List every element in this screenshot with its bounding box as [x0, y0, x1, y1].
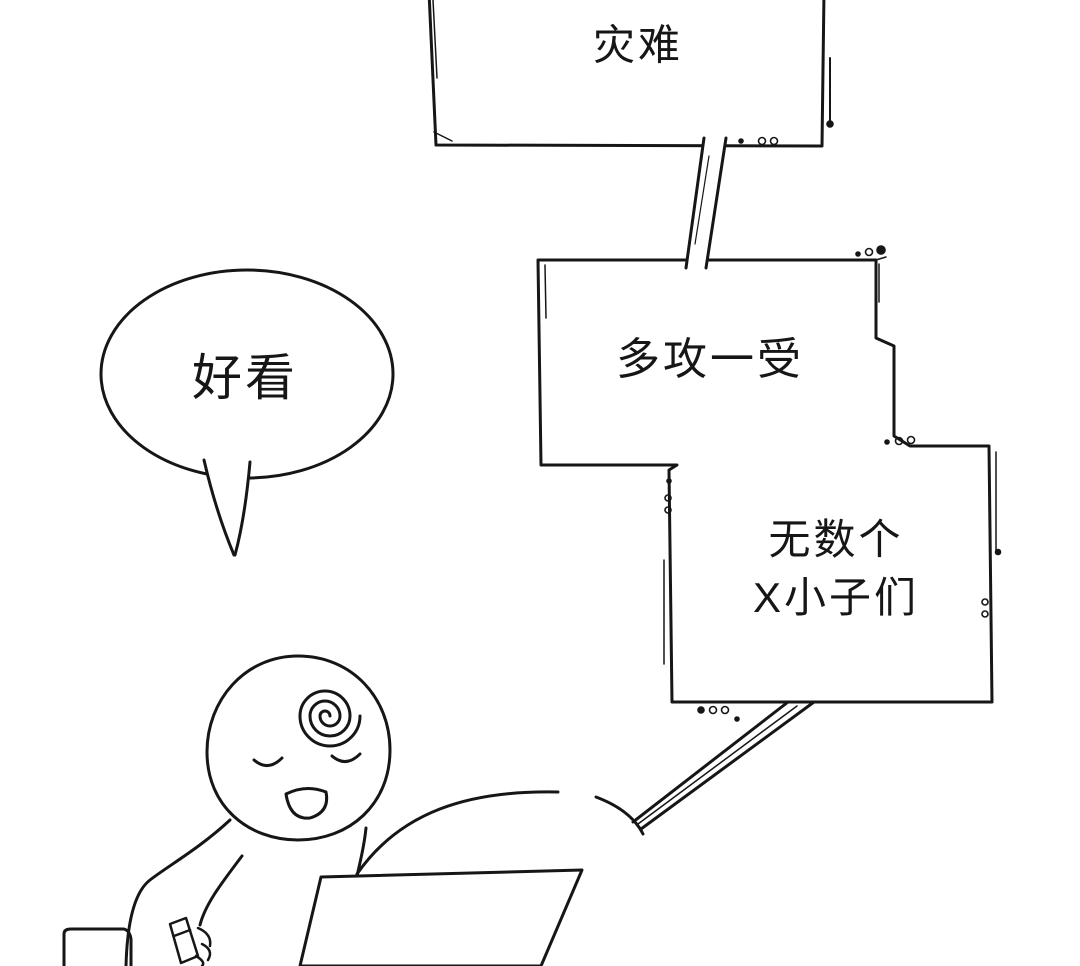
bubble-outline	[427, 0, 826, 148]
speech-bubble-pointer	[631, 700, 816, 831]
sketch-dot	[894, 436, 904, 446]
sketch-dot	[757, 136, 767, 146]
speech-bubble-middle-bottom	[536, 256, 997, 704]
couch-back-line	[355, 790, 560, 876]
sketch-line	[694, 155, 710, 245]
sketch-line	[637, 705, 798, 825]
bubble-bottom-text: 无数个 X小子们	[753, 511, 919, 627]
sketch-dot	[864, 247, 874, 257]
sketch-dot	[981, 610, 989, 618]
mouth	[284, 787, 329, 820]
sketch-dot	[855, 251, 861, 257]
sketch-dot	[981, 598, 989, 606]
couch-back-line	[594, 795, 645, 836]
sketch-line	[544, 264, 547, 319]
stylus	[168, 916, 200, 965]
sketch-dot	[666, 478, 672, 484]
bubble-oval-text: 好看	[192, 350, 298, 406]
couch-armrest	[62, 927, 133, 966]
stylus-cap-line	[172, 928, 192, 938]
finger-line	[196, 926, 212, 948]
eye-left	[252, 756, 284, 767]
speech-bubble-top	[427, 0, 831, 148]
speech-bubble-oval	[99, 268, 395, 557]
sketch-dot	[664, 506, 672, 514]
sketch-dot	[906, 435, 916, 445]
speech-bubble-tail-top	[684, 136, 728, 270]
sketch-dots	[664, 120, 1002, 722]
tail-edge	[704, 136, 728, 270]
sketch-dot	[734, 716, 740, 722]
finger-line	[200, 942, 212, 962]
character	[124, 654, 584, 966]
sketch-line	[432, 0, 438, 79]
hand-stylus	[168, 916, 212, 966]
sketch-dot	[876, 245, 886, 255]
sketch-dot	[708, 705, 718, 715]
pointer-line	[639, 700, 816, 831]
bubble-bottom-line2: X小子们	[752, 574, 920, 621]
arm-line	[198, 854, 244, 927]
pointer-line	[631, 700, 790, 824]
bubble-top-text: 灾难	[592, 21, 684, 69]
eye-right	[330, 752, 362, 763]
sketch-dot	[769, 136, 779, 146]
tail-edge	[233, 460, 252, 557]
sketch-dot	[826, 120, 834, 128]
sketch-dot	[697, 706, 705, 714]
body-back-line	[124, 818, 232, 966]
sketch-line	[433, 131, 453, 142]
sketch-dot	[884, 439, 890, 445]
bubble-middle-text: 多攻一受	[616, 335, 804, 384]
tail-edge	[684, 136, 706, 270]
tablet	[298, 868, 584, 966]
finger-line	[194, 954, 205, 966]
tail-fill	[204, 460, 250, 556]
dizzy-spiral	[298, 689, 362, 748]
bubble-outline	[536, 258, 994, 704]
sketch-dot	[994, 548, 1002, 556]
tail-edge	[202, 458, 236, 557]
bubble-bottom-line1: 无数个	[768, 516, 904, 563]
body-side-line	[355, 826, 368, 878]
sketch-dot	[664, 494, 672, 502]
sketch-line	[875, 256, 887, 261]
sketch-dot	[738, 138, 744, 144]
tail-fill	[686, 138, 726, 268]
sketch-dot	[720, 705, 730, 715]
